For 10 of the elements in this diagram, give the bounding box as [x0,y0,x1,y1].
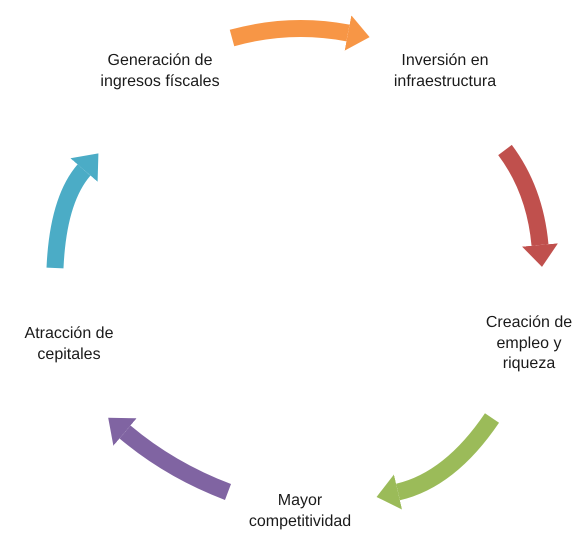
cycle-step-label: Generación de ingresos físcales [99,51,221,92]
curved-arrow [230,15,370,51]
curved-arrow [46,152,98,269]
cycle-step-label: Inversión en infraestructura [392,51,498,92]
cycle-step-label: Creación de empleo y riqueza [484,312,574,374]
curved-arrow [108,418,232,500]
curved-arrow [498,145,558,267]
curved-arrow [376,413,499,510]
cycle-step-label: Atracción de cepitales [24,324,114,365]
cycle-step-label: Mayor competitividad [248,490,352,532]
